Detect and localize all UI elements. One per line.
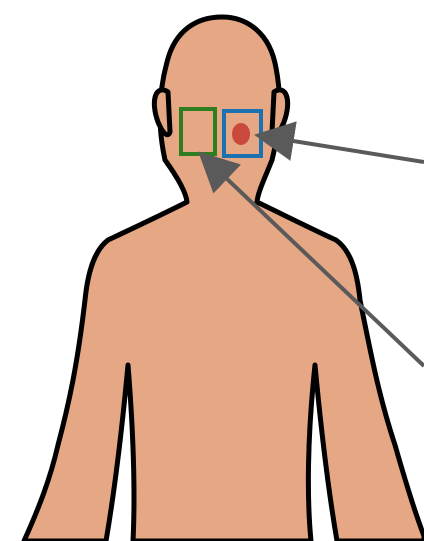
left-ear [154,90,170,135]
body-silhouette [24,17,424,541]
right-ear [272,90,288,135]
arrow-to-right-region [262,136,424,162]
lesion-spot [232,123,250,145]
